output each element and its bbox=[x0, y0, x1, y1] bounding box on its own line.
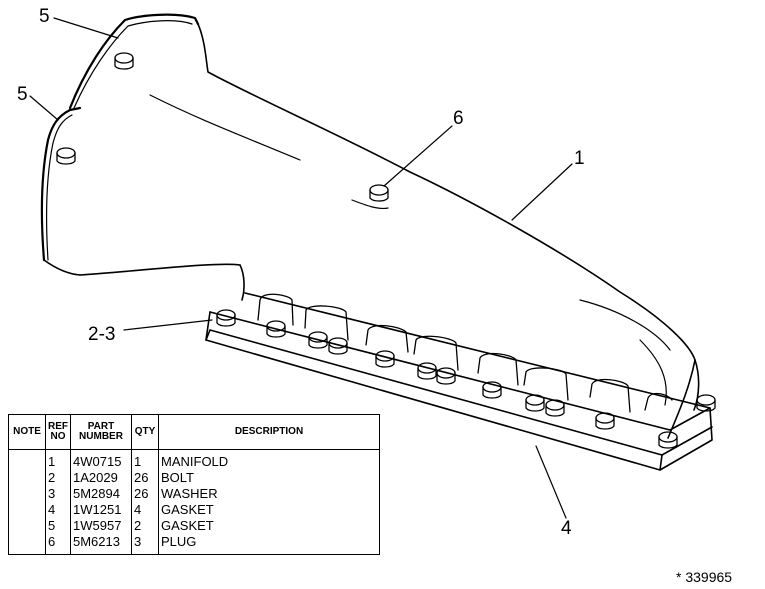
manifold-body bbox=[80, 24, 699, 438]
cell-qty: 2 bbox=[131, 518, 159, 534]
callout-1: 1 bbox=[574, 148, 585, 169]
callout-5-lower: 5 bbox=[17, 84, 28, 105]
header-description: DESCRIPTION bbox=[158, 414, 380, 450]
leader-lines bbox=[30, 18, 572, 518]
bolt-icon bbox=[697, 395, 715, 411]
cell-part-number: 4W0715 bbox=[70, 449, 132, 470]
bolt-icon bbox=[483, 382, 501, 398]
cell-part-number: 1W5957 bbox=[70, 518, 132, 534]
header-ref-line1: REF bbox=[48, 421, 68, 432]
bolt-icon bbox=[267, 321, 285, 337]
cell-part-number: 1W1251 bbox=[70, 502, 132, 518]
cell-ref: 1 bbox=[45, 449, 71, 470]
cell-part-number: 5M6213 bbox=[70, 534, 132, 555]
image-reference-number: * 339965 bbox=[676, 569, 733, 585]
header-part-line2: NUMBER bbox=[79, 431, 123, 442]
callout-5-upper: 5 bbox=[39, 6, 50, 27]
cell-note bbox=[8, 449, 46, 470]
cell-part-number: 1A2029 bbox=[70, 470, 132, 486]
cell-description: MANIFOLD bbox=[158, 449, 380, 470]
table-row: 1 4W0715 1 MANIFOLD bbox=[8, 449, 380, 470]
cell-ref: 4 bbox=[45, 502, 71, 518]
cell-note bbox=[8, 518, 46, 534]
bolt-icon bbox=[418, 363, 436, 379]
callout-2-3: 2-3 bbox=[88, 324, 115, 345]
bolt-icon bbox=[329, 338, 347, 354]
bolt-icon bbox=[115, 53, 133, 69]
header-note: NOTE bbox=[8, 414, 46, 450]
header-part-line1: PART bbox=[87, 421, 115, 432]
bolt-icon bbox=[309, 332, 327, 348]
bolt-icon bbox=[437, 368, 455, 384]
cell-description: BOLT bbox=[158, 470, 380, 486]
bolt-icon bbox=[217, 310, 235, 326]
cell-description: GASKET bbox=[158, 502, 380, 518]
cell-description: GASKET bbox=[158, 518, 380, 534]
bolt-icon bbox=[376, 351, 394, 367]
cell-description: WASHER bbox=[158, 486, 380, 502]
cell-ref: 2 bbox=[45, 470, 71, 486]
table-row: 3 5M2894 26 WASHER bbox=[8, 486, 380, 502]
table-row: 2 1A2029 26 BOLT bbox=[8, 470, 380, 486]
cell-ref: 3 bbox=[45, 486, 71, 502]
cell-qty: 1 bbox=[131, 449, 159, 470]
cell-note bbox=[8, 502, 46, 518]
header-ref-line2: NO bbox=[50, 431, 66, 442]
gasket-upper-port bbox=[70, 15, 198, 108]
cell-note bbox=[8, 470, 46, 486]
bolt-icon bbox=[659, 432, 677, 448]
bolt-icon bbox=[57, 148, 75, 164]
table-row: 5 1W5957 2 GASKET bbox=[8, 518, 380, 534]
bolt-icon bbox=[596, 413, 614, 429]
gasket-plate bbox=[206, 293, 712, 470]
cell-description: PLUG bbox=[158, 534, 380, 555]
cell-ref: 6 bbox=[45, 534, 71, 555]
table-row: 6 5M6213 3 PLUG bbox=[8, 534, 380, 555]
cell-ref: 5 bbox=[45, 518, 71, 534]
callout-6: 6 bbox=[453, 108, 464, 129]
cell-qty: 4 bbox=[131, 502, 159, 518]
cell-qty: 26 bbox=[131, 486, 159, 502]
cell-part-number: 5M2894 bbox=[70, 486, 132, 502]
bolt-icon bbox=[526, 395, 544, 411]
callout-4: 4 bbox=[561, 518, 572, 539]
cell-qty: 26 bbox=[131, 470, 159, 486]
cell-qty: 3 bbox=[131, 534, 159, 555]
bolt-icon bbox=[546, 400, 564, 416]
bolt-heads bbox=[57, 53, 715, 448]
table-row: 4 1W1251 4 GASKET bbox=[8, 502, 380, 518]
cell-note bbox=[8, 534, 46, 555]
header-qty: QTY bbox=[131, 414, 159, 450]
gasket-lower-port bbox=[42, 108, 80, 275]
bolt-icon bbox=[370, 185, 388, 201]
cell-note bbox=[8, 486, 46, 502]
